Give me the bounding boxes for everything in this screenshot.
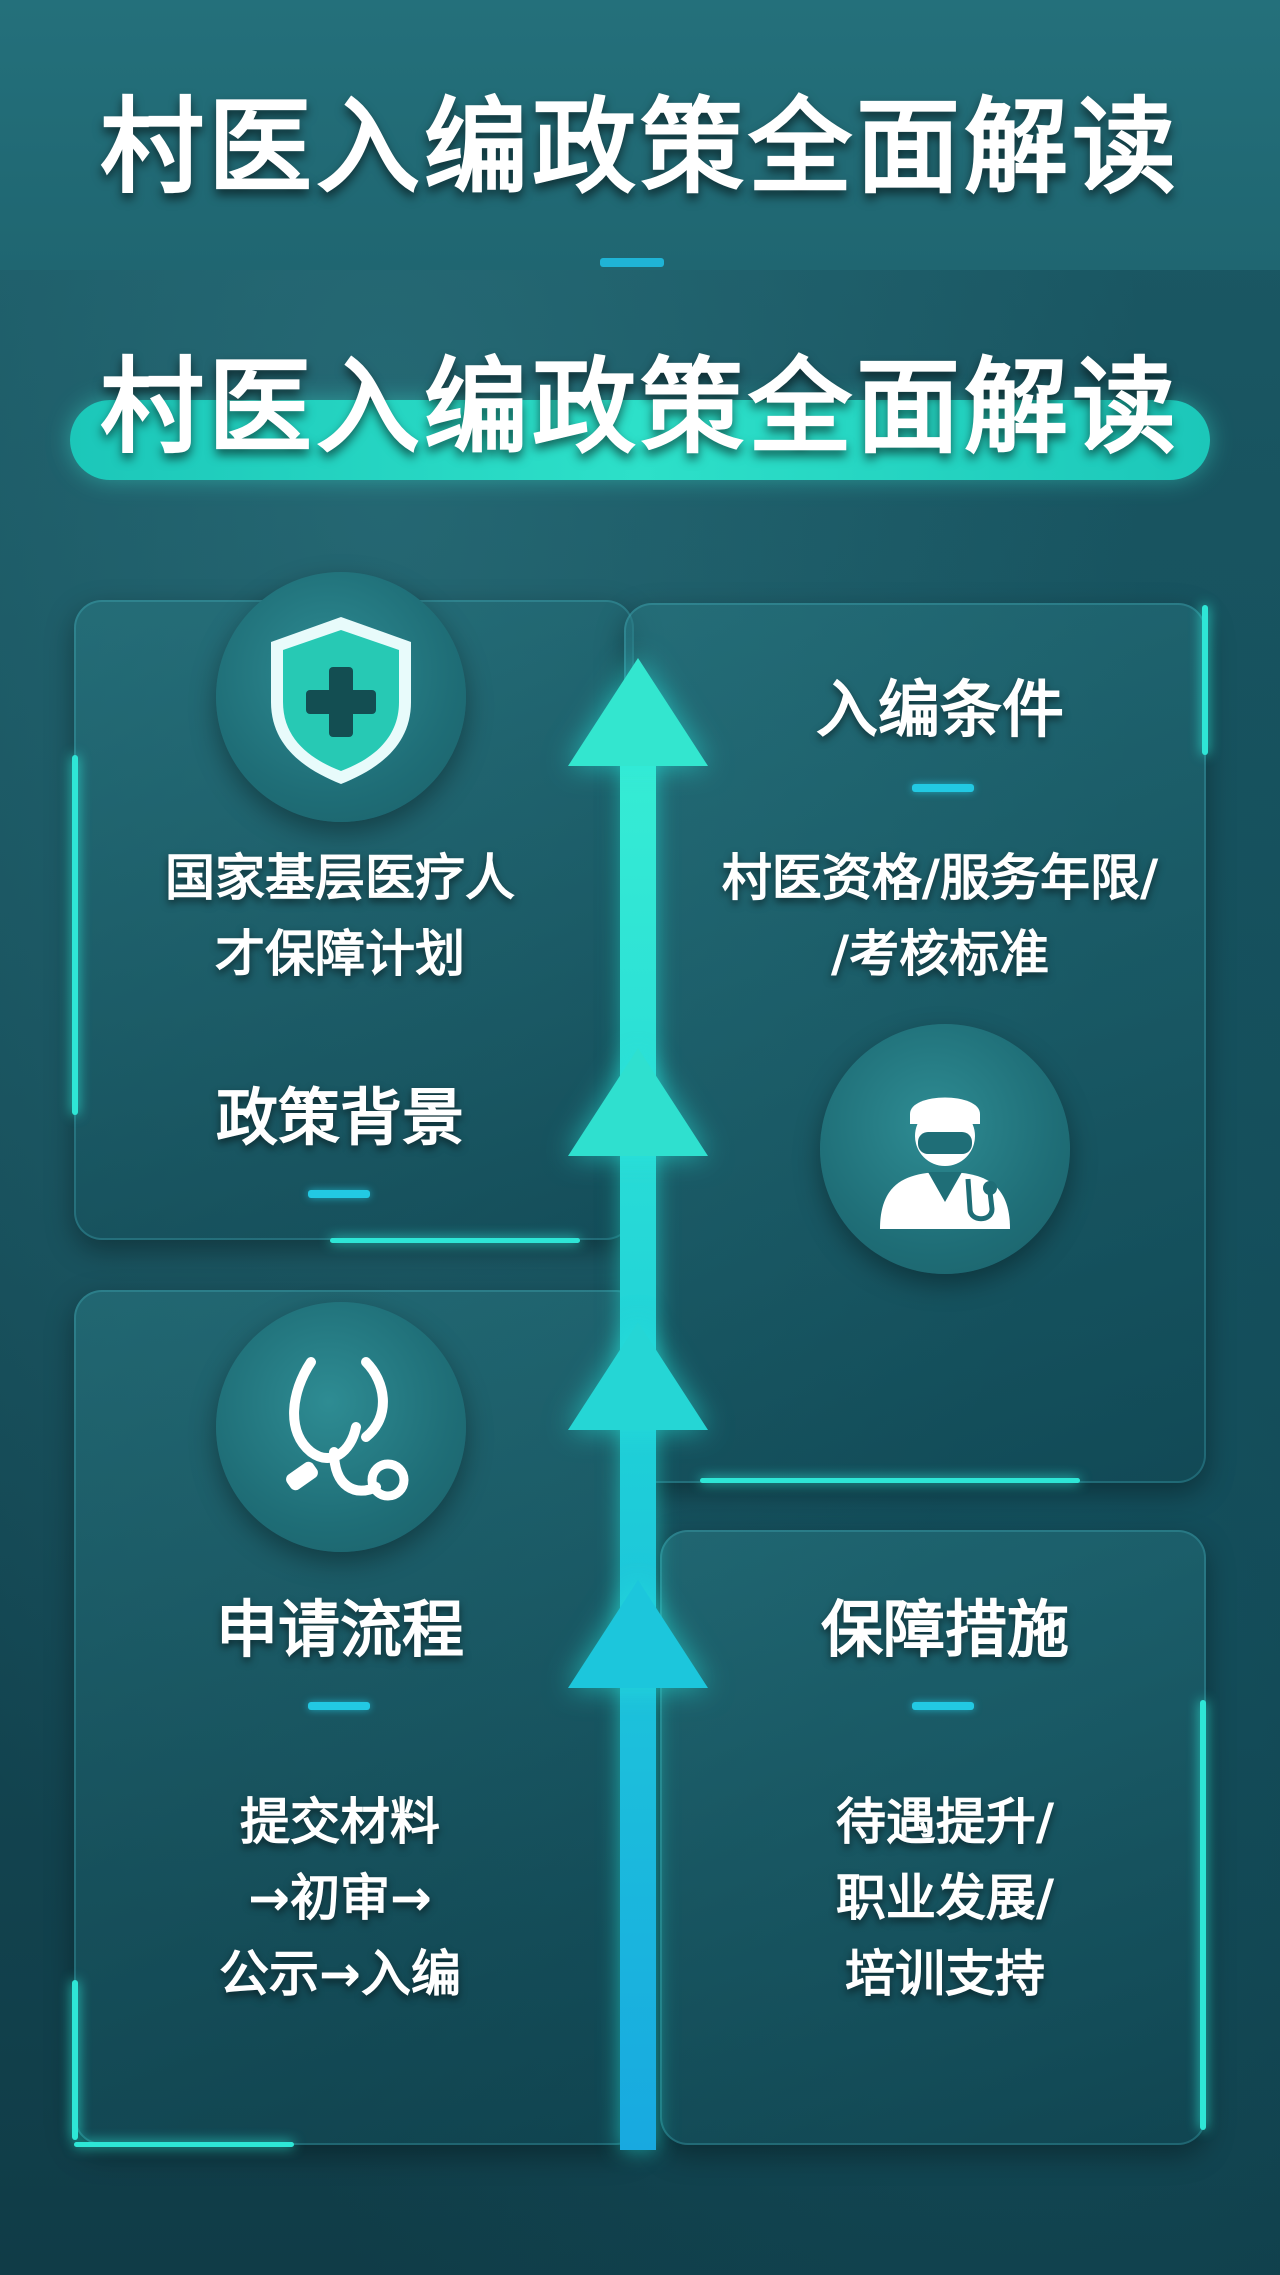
icon-circle-stethoscope (216, 1302, 466, 1552)
support-measures-dash (912, 1702, 974, 1710)
application-process-body-line3: 公示→入编 (219, 1945, 461, 2003)
title-ribbon (70, 400, 1210, 480)
header-band (0, 0, 1280, 270)
application-process-heading: 申请流程 (215, 1593, 464, 1666)
policy-background-heading: 政策背景 (215, 1081, 464, 1154)
application-process-dash (308, 1702, 370, 1710)
panel-edge-glow (72, 755, 78, 1115)
panel-edge-glow (330, 1238, 580, 1243)
support-measures-heading: 保障措施 (820, 1593, 1069, 1666)
enrollment-conditions-heading: 入编条件 (815, 673, 1064, 746)
policy-background-dash (308, 1190, 370, 1198)
policy-background-body-line2: 才保障计划 (215, 925, 465, 983)
arrow-up-icon (568, 1580, 708, 1688)
support-measures-body-line1: 待遇提升/ (835, 1793, 1055, 1851)
page-title: 村医入编政策全面解读 (99, 86, 1180, 208)
enrollment-conditions-body-line2: /考核标准 (830, 925, 1050, 983)
enrollment-conditions-dash (912, 784, 974, 792)
arrow-up-icon (568, 1322, 708, 1430)
panel-edge-glow (74, 2142, 294, 2147)
application-process-body-line1: 提交材料 (240, 1793, 440, 1851)
support-measures-body-line2: 职业发展/ (835, 1869, 1055, 1927)
doctor-icon (880, 1097, 1010, 1229)
shield-medical-cross-icon (271, 617, 411, 784)
enrollment-conditions-body-line1: 村医资格/服务年限/ (721, 849, 1159, 907)
application-process-body-line2: →初审→ (248, 1869, 432, 1927)
panel-edge-glow (700, 1478, 1080, 1483)
banner-title: 村医入编政策全面解读 (99, 346, 1180, 468)
icon-circle-shield (216, 572, 466, 822)
policy-background-body-line1: 国家基层医疗人 (165, 849, 515, 907)
panel-edge-glow (1202, 605, 1208, 755)
title-divider (600, 258, 664, 267)
panel-support-measures (660, 1530, 1206, 2145)
panel-edge-glow (72, 1980, 78, 2140)
arrow-up-icon (568, 1048, 708, 1156)
stethoscope-icon (286, 1357, 409, 1501)
icon-circle-doctor (820, 1024, 1070, 1274)
support-measures-body-line3: 培训支持 (845, 1945, 1045, 2003)
arrow-up-icon (568, 658, 708, 766)
panel-edge-glow (1200, 1700, 1206, 2130)
